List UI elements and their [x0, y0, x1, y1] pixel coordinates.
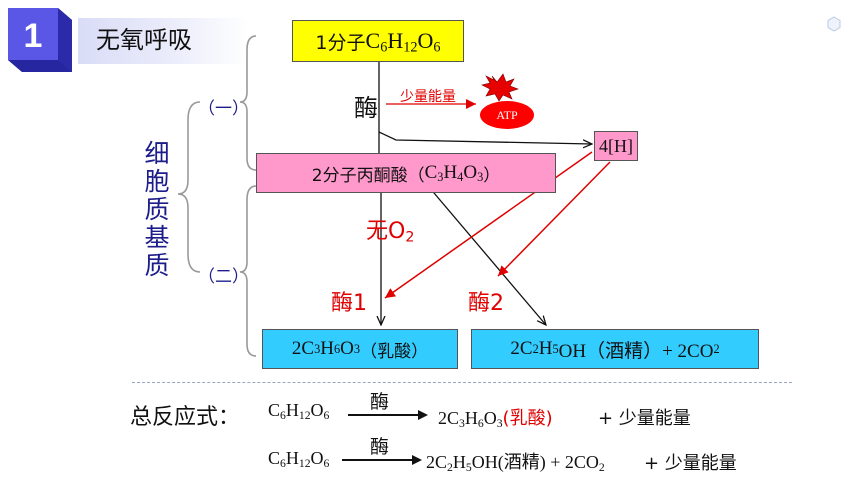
eq1-product: 2C3H6O3(乳酸): [438, 408, 553, 430]
title-bar: [78, 18, 248, 64]
pyruvate-formula: C3H4O3: [424, 162, 484, 185]
brace-stage-one: [239, 35, 257, 171]
divider: [132, 382, 792, 383]
glucose-box: 1分子 C6H12O6: [292, 20, 464, 62]
enzyme-label: 酶: [354, 94, 378, 122]
eq1-arrow: [348, 410, 428, 420]
eq2-product: 2C2H5OH(酒精) + 2CO2: [426, 452, 605, 474]
arrow-4h-enzyme1: [384, 151, 593, 299]
hexagon-icon: [827, 16, 841, 32]
brace-cytoplasm: [177, 101, 201, 273]
pyruvate-box: 2分子丙酮酸（ C3H4O3 ）: [256, 153, 556, 193]
page-title: 无氧呼吸: [96, 26, 192, 54]
energy-burst-icon: [481, 73, 519, 102]
pyruvate-prefix: 2分子丙酮酸（: [311, 165, 425, 186]
eq2-enzyme: 酶: [370, 436, 390, 458]
arrow-4h-enzyme2: [497, 161, 611, 277]
arrow-pyruvate-ethanol: [422, 179, 546, 325]
glucose-prefix: 1分子: [315, 31, 366, 54]
eq1-enzyme: 酶: [370, 391, 390, 413]
small-energy-label: 少量能量: [400, 89, 456, 105]
equation-label: 总反应式：: [130, 405, 241, 430]
section-number: 1: [23, 17, 43, 55]
hydrogen-box: 4[H]: [594, 131, 638, 161]
atp-ellipse: ATP: [480, 101, 534, 129]
stage-one-label: （一）: [198, 99, 249, 119]
eq2-reactant: C6H12O6: [268, 448, 330, 470]
glucose-formula: C6H12O6: [365, 28, 441, 56]
eq1-energy: + 少量能量: [598, 408, 691, 429]
enzyme1-label: 酶1: [331, 291, 367, 316]
eq2-energy: + 少量能量: [644, 453, 737, 474]
cube-badge-icon: [8, 8, 72, 72]
pyruvate-suffix: ）: [483, 165, 501, 186]
arrow-to-4h: [378, 131, 592, 144]
stage-two-label: （二）: [198, 267, 249, 287]
no-oxygen-label: 无O2: [366, 219, 415, 246]
eq2-arrow: [342, 455, 422, 465]
cytoplasm-label: 细胞质基质: [144, 139, 170, 280]
brace-stage-two: [239, 185, 257, 357]
enzyme2-label: 酶2: [468, 291, 504, 316]
eq1-reactant: C6H12O6: [268, 400, 330, 422]
